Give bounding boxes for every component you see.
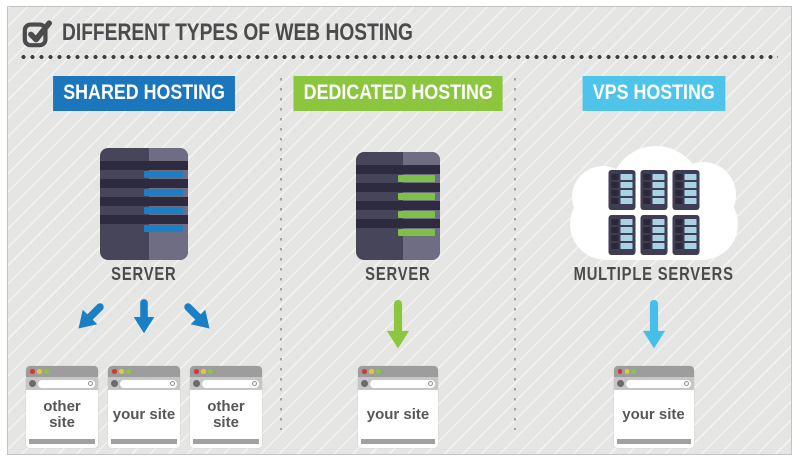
- column-divider: [280, 78, 282, 430]
- green-dot-icon: [126, 369, 131, 374]
- server-icon-shared: [100, 148, 188, 260]
- dedicated-hosting-column: DEDICATED HOSTING SERVER: [282, 60, 514, 452]
- vps-hosting-badge: VPS HOSTING: [582, 76, 725, 111]
- checkbox-check-icon: [22, 18, 52, 48]
- server-icon-dedicated: [356, 152, 440, 260]
- site-label: your site: [112, 405, 176, 423]
- vps-hosting-column: VPS HOSTING MULTIPLE SERVERS: [516, 60, 791, 452]
- browser-titlebar: [358, 366, 438, 377]
- green-dot-icon: [376, 369, 381, 374]
- server-label: SERVER: [111, 263, 177, 284]
- nav-button-icon: [361, 380, 368, 387]
- green-dot-icon: [631, 369, 636, 374]
- mini-server-icon: [672, 215, 699, 255]
- yellow-dot-icon: [369, 369, 374, 374]
- browser-footer: [193, 439, 259, 444]
- browser-titlebar: [190, 366, 262, 377]
- browser-titlebar: [26, 366, 98, 377]
- url-bar: [370, 379, 435, 388]
- nav-button-icon: [111, 380, 118, 387]
- green-dot-icon: [208, 369, 213, 374]
- site-label: your site: [366, 405, 430, 423]
- yellow-dot-icon: [624, 369, 629, 374]
- mini-server-icon: [640, 170, 667, 210]
- column-divider: [514, 78, 516, 430]
- browser-footer: [616, 439, 691, 444]
- browser-footer: [29, 439, 95, 444]
- nav-button-icon: [29, 380, 36, 387]
- search-icon: [683, 381, 689, 386]
- yellow-dot-icon: [119, 369, 124, 374]
- shared-hosting-badge: SHARED HOSTING: [52, 76, 236, 111]
- search-icon: [170, 381, 175, 386]
- browser-footer: [111, 439, 177, 444]
- server-label: MULTIPLE SERVERS: [573, 263, 734, 284]
- site-label: your site: [622, 405, 685, 423]
- search-icon: [252, 381, 257, 386]
- server-label: SERVER: [365, 263, 431, 284]
- down-right-arrow-icon: [171, 290, 225, 344]
- page-title: DIFFERENT TYPES OF WEB HOSTING: [62, 19, 413, 46]
- mini-server-grid: [608, 170, 699, 255]
- url-bar: [625, 379, 691, 388]
- green-dot-icon: [44, 369, 49, 374]
- url-bar: [120, 379, 177, 388]
- mini-server-icon: [672, 170, 699, 210]
- browser-titlebar: [613, 366, 694, 377]
- yellow-dot-icon: [37, 369, 42, 374]
- browser-navbar: [26, 377, 98, 390]
- infographic-panel: DIFFERENT TYPES OF WEB HOSTING SHARED HO…: [7, 6, 792, 455]
- down-arrow-icon: [640, 292, 668, 358]
- down-arrow-icon: [131, 292, 157, 342]
- down-arrow-icon: [384, 292, 412, 358]
- site-label: other site: [43, 397, 81, 431]
- shared-hosting-column: SHARED HOSTING SERVER: [8, 60, 280, 452]
- url-bar: [38, 379, 95, 388]
- down-left-arrow-icon: [63, 290, 117, 344]
- cloud-multi-server-icon: [568, 146, 740, 260]
- red-dot-icon: [362, 369, 367, 374]
- nav-button-icon: [193, 380, 200, 387]
- dedicated-hosting-badge: DEDICATED HOSTING: [293, 76, 503, 111]
- browser-footer: [361, 439, 435, 444]
- browser-window-your-site: your site: [613, 366, 694, 448]
- browser-navbar: [358, 377, 438, 390]
- url-bar: [202, 379, 259, 388]
- browser-window-your-site: your site: [108, 366, 180, 448]
- mini-server-icon: [608, 170, 635, 210]
- browser-titlebar: [108, 366, 180, 377]
- mini-server-icon: [640, 215, 667, 255]
- mini-server-icon: [608, 215, 635, 255]
- red-dot-icon: [112, 369, 117, 374]
- red-dot-icon: [617, 369, 622, 374]
- red-dot-icon: [194, 369, 199, 374]
- browser-window-your-site: your site: [358, 366, 438, 448]
- browser-navbar: [613, 377, 694, 390]
- site-label: other site: [207, 397, 245, 431]
- browser-window-other-site: other site: [26, 366, 98, 448]
- browser-navbar: [190, 377, 262, 390]
- browser-window-other-site: other site: [190, 366, 262, 448]
- search-icon: [428, 381, 433, 386]
- red-dot-icon: [30, 369, 35, 374]
- dotted-divider: [21, 54, 778, 60]
- yellow-dot-icon: [201, 369, 206, 374]
- header: DIFFERENT TYPES OF WEB HOSTING: [8, 7, 791, 50]
- search-icon: [88, 381, 93, 386]
- browser-navbar: [108, 377, 180, 390]
- nav-button-icon: [616, 380, 624, 387]
